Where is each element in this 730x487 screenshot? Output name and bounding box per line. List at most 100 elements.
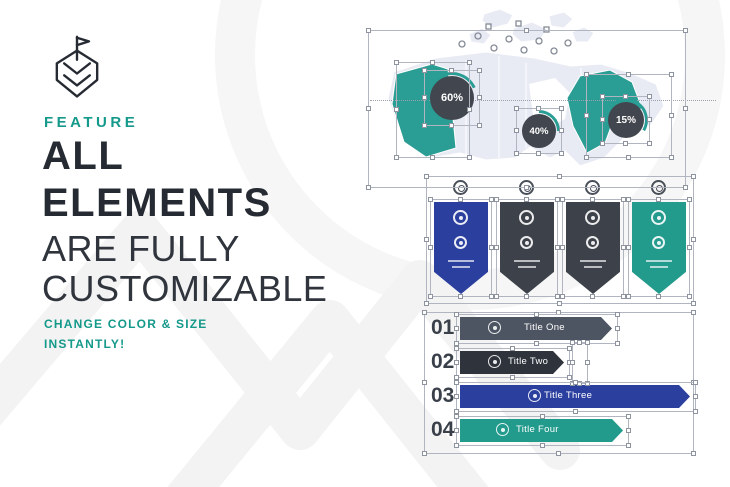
resize-handle[interactable] bbox=[584, 72, 589, 77]
resize-handle[interactable] bbox=[514, 128, 519, 133]
resize-handle[interactable] bbox=[454, 360, 459, 365]
resize-handle[interactable] bbox=[615, 341, 620, 346]
resize-handle[interactable] bbox=[534, 312, 539, 317]
resize-handle[interactable] bbox=[467, 60, 472, 65]
resize-handle[interactable] bbox=[477, 95, 482, 100]
resize-handle[interactable] bbox=[430, 60, 435, 65]
resize-handle[interactable] bbox=[428, 245, 433, 250]
resize-handle[interactable] bbox=[560, 245, 565, 250]
resize-handle[interactable] bbox=[489, 197, 494, 202]
resize-handle[interactable] bbox=[626, 414, 631, 419]
resize-handle[interactable] bbox=[691, 301, 696, 306]
resize-handle[interactable] bbox=[584, 113, 589, 118]
selection-box[interactable] bbox=[494, 197, 560, 299]
resize-handle[interactable] bbox=[669, 72, 674, 77]
resize-handle[interactable] bbox=[647, 117, 652, 122]
resize-handle[interactable] bbox=[691, 174, 696, 179]
resize-handle[interactable] bbox=[454, 346, 459, 351]
resize-handle[interactable] bbox=[626, 294, 631, 299]
map-percent-badge[interactable]: 40% bbox=[522, 114, 556, 148]
resize-handle[interactable] bbox=[454, 414, 459, 419]
pennant-banner-2[interactable] bbox=[500, 202, 554, 294]
resize-handle[interactable] bbox=[422, 380, 427, 385]
resize-handle[interactable] bbox=[585, 360, 590, 365]
resize-handle[interactable] bbox=[683, 185, 688, 190]
selection-box[interactable] bbox=[422, 68, 482, 128]
resize-handle[interactable] bbox=[570, 360, 575, 365]
resize-handle[interactable] bbox=[626, 155, 631, 160]
resize-handle[interactable] bbox=[559, 106, 564, 111]
resize-handle[interactable] bbox=[430, 155, 435, 160]
pennant-banner-3[interactable] bbox=[566, 202, 620, 294]
resize-handle[interactable] bbox=[539, 414, 545, 419]
resize-handle[interactable] bbox=[691, 237, 696, 242]
resize-handle[interactable] bbox=[656, 197, 661, 202]
resize-handle[interactable] bbox=[454, 443, 459, 448]
resize-handle[interactable] bbox=[494, 197, 499, 202]
resize-handle[interactable] bbox=[615, 326, 620, 331]
resize-handle[interactable] bbox=[626, 197, 631, 202]
resize-handle[interactable] bbox=[536, 151, 541, 156]
resize-handle[interactable] bbox=[458, 294, 463, 299]
resize-handle[interactable] bbox=[524, 28, 529, 33]
resize-handle[interactable] bbox=[454, 428, 459, 433]
resize-handle[interactable] bbox=[424, 237, 429, 242]
resize-handle[interactable] bbox=[489, 294, 494, 299]
resize-handle[interactable] bbox=[691, 451, 696, 456]
resize-handle[interactable] bbox=[560, 197, 565, 202]
resize-handle[interactable] bbox=[424, 174, 429, 179]
resize-handle[interactable] bbox=[557, 301, 562, 306]
resize-handle[interactable] bbox=[691, 310, 696, 315]
resize-handle[interactable] bbox=[623, 94, 628, 99]
resize-handle[interactable] bbox=[656, 294, 661, 299]
resize-handle[interactable] bbox=[454, 394, 459, 399]
resize-handle[interactable] bbox=[534, 341, 539, 346]
resize-handle[interactable] bbox=[422, 310, 427, 315]
resize-handle[interactable] bbox=[621, 294, 626, 299]
resize-handle[interactable] bbox=[687, 294, 692, 299]
resize-handle[interactable] bbox=[524, 294, 529, 299]
resize-handle[interactable] bbox=[394, 155, 399, 160]
resize-handle[interactable] bbox=[514, 106, 519, 111]
resize-handle[interactable] bbox=[669, 113, 674, 118]
resize-handle[interactable] bbox=[626, 245, 631, 250]
pennant-banner-1[interactable] bbox=[434, 202, 488, 294]
resize-handle[interactable] bbox=[683, 28, 688, 33]
resize-handle[interactable] bbox=[693, 409, 698, 414]
resize-handle[interactable] bbox=[559, 128, 564, 133]
resize-handle[interactable] bbox=[454, 375, 459, 380]
resize-handle[interactable] bbox=[454, 380, 459, 385]
resize-handle[interactable] bbox=[584, 155, 589, 160]
resize-handle[interactable] bbox=[600, 141, 605, 146]
selection-box[interactable] bbox=[394, 60, 472, 160]
resize-handle[interactable] bbox=[454, 341, 459, 346]
resize-handle[interactable] bbox=[647, 94, 652, 99]
selection-box[interactable] bbox=[454, 380, 698, 414]
map-percent-badge[interactable]: 60% bbox=[430, 76, 474, 120]
list-ribbon-1[interactable]: Title One bbox=[460, 317, 612, 340]
selection-box[interactable] bbox=[366, 28, 688, 190]
selection-box[interactable] bbox=[454, 312, 620, 346]
resize-handle[interactable] bbox=[366, 185, 371, 190]
resize-handle[interactable] bbox=[626, 443, 631, 448]
resize-handle[interactable] bbox=[422, 451, 427, 456]
resize-handle[interactable] bbox=[615, 312, 620, 317]
resize-handle[interactable] bbox=[514, 151, 519, 156]
resize-handle[interactable] bbox=[510, 375, 515, 380]
map-percent-badge[interactable]: 15% bbox=[608, 102, 644, 138]
resize-handle[interactable] bbox=[422, 123, 427, 128]
resize-handle[interactable] bbox=[590, 197, 595, 202]
resize-handle[interactable] bbox=[422, 95, 427, 100]
resize-handle[interactable] bbox=[477, 123, 482, 128]
resize-handle[interactable] bbox=[467, 155, 472, 160]
selection-box[interactable] bbox=[570, 340, 590, 386]
list-ribbon-2[interactable]: Title Two bbox=[460, 351, 564, 374]
resize-handle[interactable] bbox=[590, 294, 595, 299]
resize-handle[interactable] bbox=[536, 106, 541, 111]
resize-handle[interactable] bbox=[621, 245, 626, 250]
resize-handle[interactable] bbox=[394, 60, 399, 65]
resize-handle[interactable] bbox=[577, 340, 582, 345]
resize-handle[interactable] bbox=[458, 197, 463, 202]
resize-handle[interactable] bbox=[524, 185, 529, 190]
resize-handle[interactable] bbox=[477, 68, 482, 73]
